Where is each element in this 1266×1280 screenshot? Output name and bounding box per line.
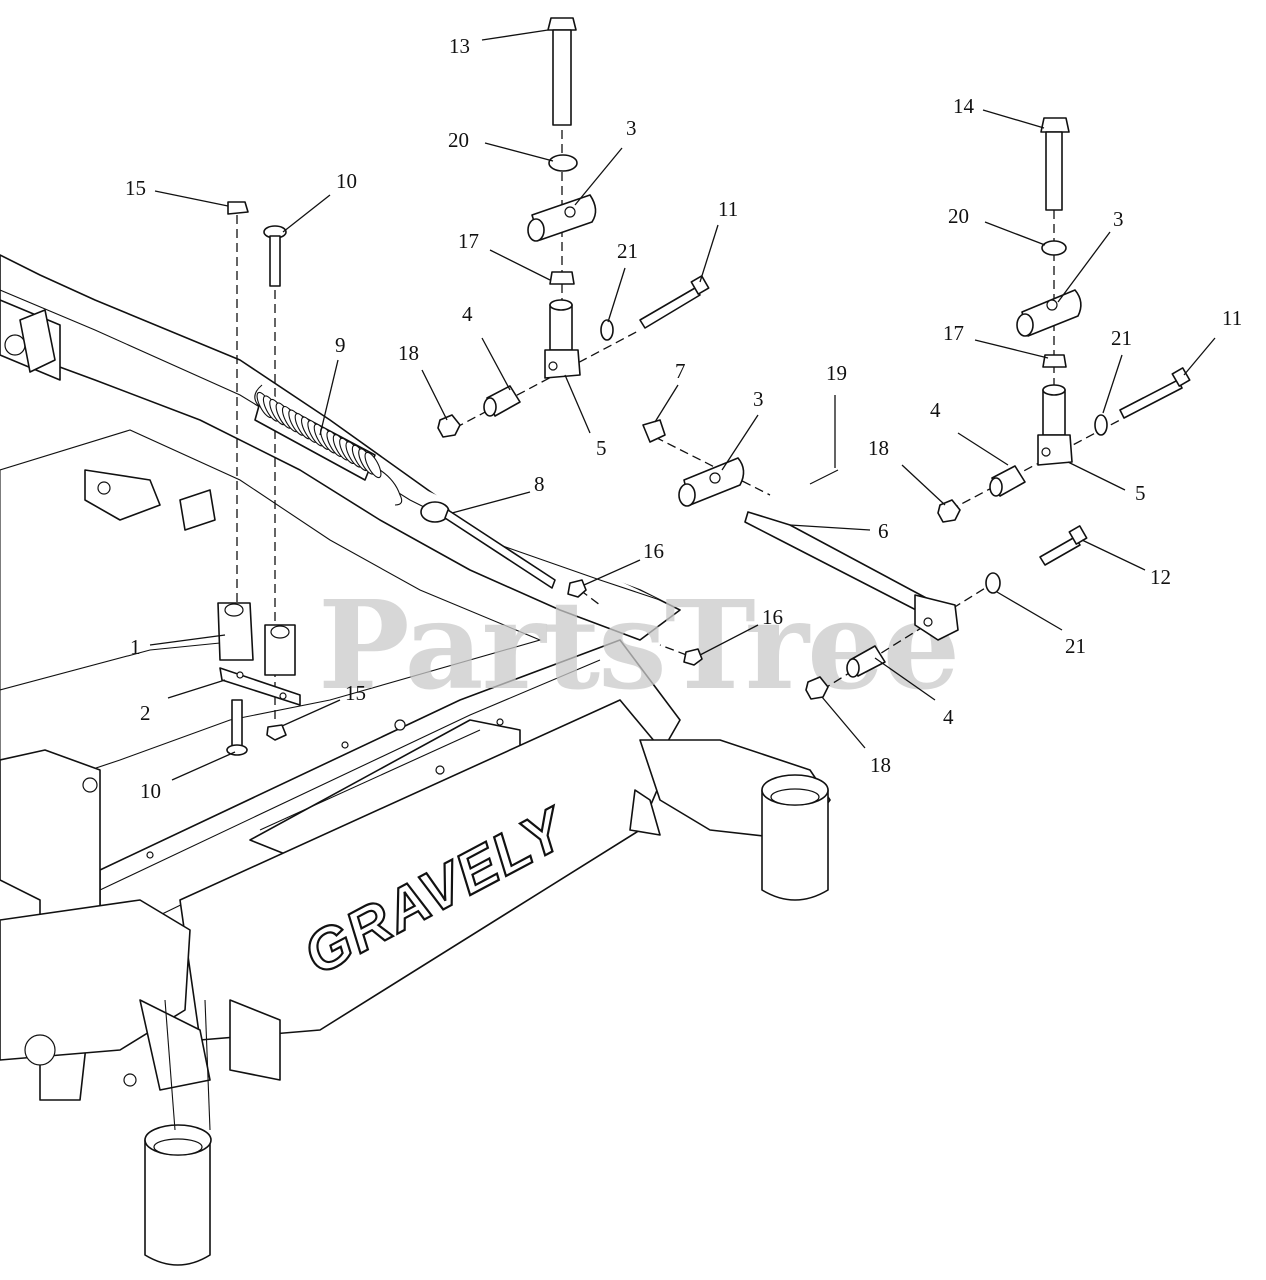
callout-1: 1 <box>130 635 141 659</box>
part-washer-20a <box>548 154 578 172</box>
callout-4: 4 <box>930 398 941 422</box>
part-bolt-12 <box>1039 525 1088 566</box>
callout-labels: 13 20 3 14 15 10 17 21 11 20 3 11 4 18 9… <box>125 34 1242 803</box>
callout-8: 8 <box>534 472 545 496</box>
part-pivot-post-5b <box>1037 384 1073 466</box>
callout-17: 17 <box>943 321 964 345</box>
callout-3: 3 <box>753 387 764 411</box>
part-plate-2 <box>219 667 301 706</box>
callout-9: 9 <box>335 333 346 357</box>
callout-12: 12 <box>1150 565 1171 589</box>
mower-frame: GRAVELY <box>0 254 831 1266</box>
leader-lines <box>149 29 1216 781</box>
part-bolt-13 <box>547 17 577 126</box>
part-washer-21a <box>600 319 614 341</box>
callout-2: 2 <box>140 701 151 725</box>
part-bushing-4b <box>989 465 1026 497</box>
part-bolt-14 <box>1040 117 1070 211</box>
callout-21: 21 <box>1065 634 1086 658</box>
callout-18: 18 <box>868 436 889 460</box>
callout-20: 20 <box>948 204 969 228</box>
parts <box>217 17 1191 756</box>
callout-5: 5 <box>1135 481 1146 505</box>
part-pivot-3c <box>678 457 745 507</box>
callout-10: 10 <box>140 779 161 803</box>
part-pivot-3a <box>527 194 597 242</box>
part-bolt-11a <box>639 275 710 329</box>
callout-15: 15 <box>345 681 366 705</box>
callout-17: 17 <box>458 229 479 253</box>
watermark: PartsTree <box>318 573 958 717</box>
part-pin-10a <box>263 225 287 287</box>
callout-3: 3 <box>626 116 637 140</box>
callout-21: 21 <box>1111 326 1132 350</box>
part-nut-15a <box>227 201 249 215</box>
callout-21: 21 <box>617 239 638 263</box>
part-nut-16b <box>683 648 703 666</box>
part-shaft-6 <box>744 511 959 641</box>
part-washer-21b <box>1094 414 1108 436</box>
callout-18: 18 <box>398 341 419 365</box>
part-pin-10b <box>226 699 248 756</box>
spring-coil <box>364 451 382 479</box>
part-pivot-post-5a <box>544 299 581 379</box>
callout-11: 11 <box>1222 306 1242 330</box>
callout-18: 18 <box>870 753 891 777</box>
callout-4: 4 <box>462 302 473 326</box>
part-pivot-block-1 <box>217 602 296 676</box>
callout-13: 13 <box>449 34 470 58</box>
part-bushing-4a <box>483 385 521 417</box>
callout-16: 16 <box>643 539 664 563</box>
part-washer-21c <box>985 572 1001 594</box>
callout-4: 4 <box>943 705 954 729</box>
callout-3: 3 <box>1113 207 1124 231</box>
callout-14: 14 <box>953 94 975 118</box>
callout-6: 6 <box>878 519 889 543</box>
callout-5: 5 <box>596 436 607 460</box>
part-nut-18b <box>937 499 961 523</box>
callout-19: 19 <box>826 361 847 385</box>
part-nut-15b <box>266 724 287 741</box>
part-cotter-pin-19 <box>809 469 839 485</box>
callout-15: 15 <box>125 176 146 200</box>
part-nut-18c <box>805 676 829 700</box>
part-washer-20b <box>1041 240 1067 256</box>
part-bolt-11b <box>1119 367 1191 419</box>
callout-7: 7 <box>675 359 686 383</box>
part-nut-17b <box>1042 354 1067 368</box>
part-pivot-3b <box>1016 289 1082 337</box>
callout-10: 10 <box>336 169 357 193</box>
part-nut-17a <box>549 271 575 285</box>
part-spring-9 <box>254 384 403 506</box>
part-eyebolt-8 <box>420 501 556 589</box>
part-castle-nut-7 <box>642 419 666 443</box>
callout-16: 16 <box>762 605 783 629</box>
part-nut-16a <box>567 579 587 598</box>
part-bushing-4c <box>846 645 886 678</box>
callout-20: 20 <box>448 128 469 152</box>
callout-11: 11 <box>718 197 738 221</box>
part-nut-18a <box>437 414 461 438</box>
